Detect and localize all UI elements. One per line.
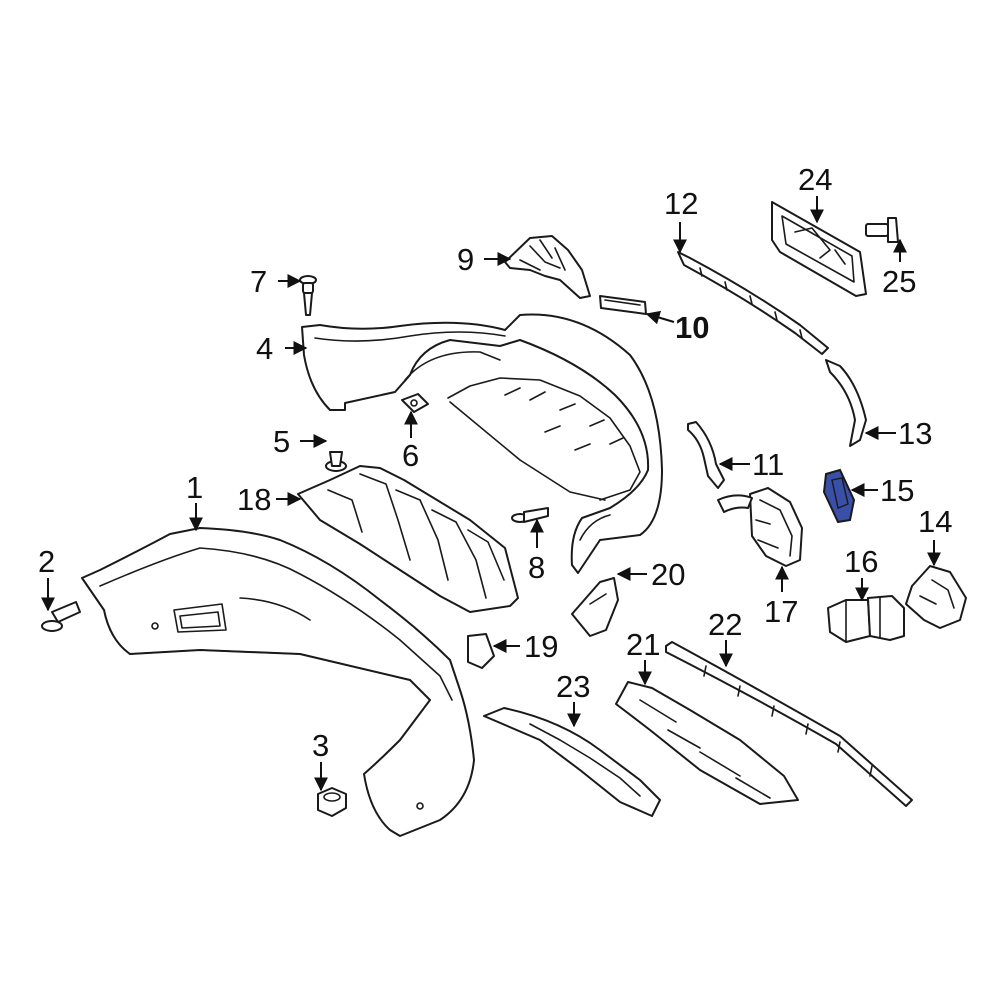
callout-21[interactable]: 21 (626, 627, 660, 662)
part-12-trim-strip[interactable] (677, 251, 829, 355)
callout-2[interactable]: 2 (38, 544, 55, 579)
callout-17[interactable]: 17 (764, 594, 798, 629)
callout-15[interactable]: 15 (880, 473, 914, 508)
callout-1[interactable]: 1 (186, 470, 203, 505)
callout-16[interactable]: 16 (844, 544, 878, 579)
part-14-sensor-mount[interactable] (905, 565, 967, 629)
callout-9[interactable]: 9 (457, 242, 474, 277)
part-2-screw[interactable] (41, 601, 81, 632)
part-24-license-bracket[interactable] (771, 201, 867, 297)
callout-6[interactable]: 6 (402, 438, 419, 473)
part-22-lower-trim[interactable] (665, 641, 913, 807)
part-17-sensor-housing[interactable] (717, 487, 803, 567)
part-23-lower-guide[interactable] (483, 707, 661, 817)
part-1-bumper-cover[interactable] (81, 527, 475, 837)
callout-11[interactable]: 11 (752, 447, 784, 482)
part-18-diffuser-frame[interactable] (297, 465, 519, 613)
part-16-sensor[interactable] (827, 595, 905, 643)
part-15-sensor-bracket[interactable] (822, 468, 856, 524)
callout-18[interactable]: 18 (237, 482, 271, 517)
callout-3[interactable]: 3 (312, 728, 329, 763)
part-11-side-bracket[interactable] (687, 421, 725, 489)
part-4-bumper-cover-upper[interactable] (301, 313, 663, 574)
part-13-trim-end[interactable] (825, 359, 867, 447)
callout-22[interactable]: 22 (708, 607, 742, 642)
part-19-clip[interactable] (467, 633, 495, 669)
part-20-bracket[interactable] (571, 577, 619, 637)
part-21-lower-diffuser[interactable] (615, 681, 799, 805)
callout-13[interactable]: 13 (898, 416, 932, 451)
callout-labels: 1 2 3 4 5 6 7 8 9 10 11 12 13 14 15 16 1… (38, 162, 952, 763)
callout-7[interactable]: 7 (250, 264, 267, 299)
callout-4[interactable]: 4 (256, 331, 273, 366)
leader-lines (41, 196, 941, 792)
part-10-reflector[interactable] (599, 295, 647, 315)
part-9-bracket[interactable] (504, 235, 591, 299)
callout-12[interactable]: 12 (664, 186, 698, 221)
callout-19[interactable]: 19 (524, 629, 558, 664)
part-8-push-pin[interactable] (511, 507, 549, 523)
callout-23[interactable]: 23 (556, 669, 590, 704)
callout-24[interactable]: 24 (798, 162, 832, 197)
part-3-nut[interactable] (317, 787, 347, 817)
part-25-bolt[interactable] (865, 217, 899, 243)
callout-10[interactable]: 10 (675, 310, 709, 345)
part-5-screw[interactable] (325, 451, 347, 472)
callout-5[interactable]: 5 (273, 424, 290, 459)
callout-8[interactable]: 8 (528, 550, 545, 585)
callout-14[interactable]: 14 (918, 504, 952, 539)
callout-25[interactable]: 25 (882, 264, 916, 299)
part-6-clip[interactable] (401, 393, 429, 413)
callout-20[interactable]: 20 (651, 557, 685, 592)
part-7-push-pin[interactable] (299, 275, 317, 316)
leader-10 (645, 310, 675, 325)
